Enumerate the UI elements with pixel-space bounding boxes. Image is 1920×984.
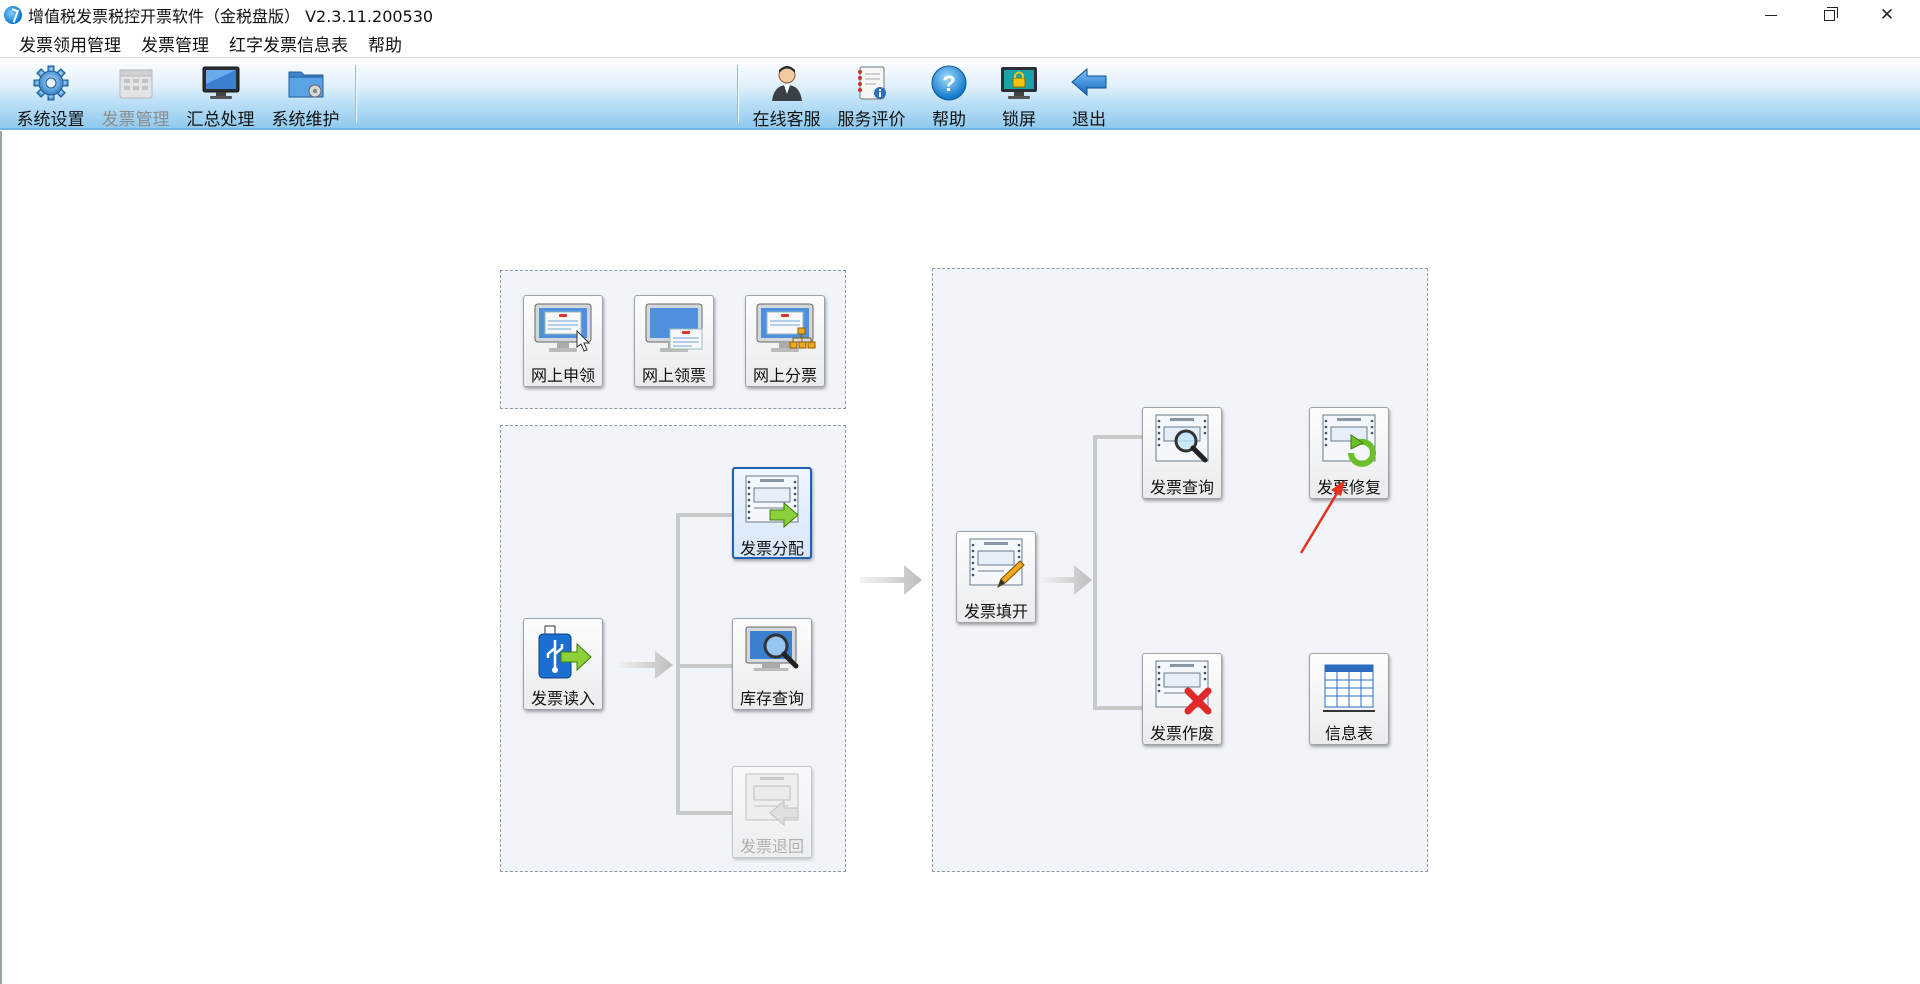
toolbar: 系统设置 发票管理 [0, 59, 1920, 130]
online-service-label: 在线客服 [752, 110, 821, 130]
title-bar: 增值税发票税控开票软件（金税盘版） V2.3.11.200530 ✕ [0, 0, 1920, 30]
maximize-button[interactable] [1800, 0, 1858, 30]
system-settings-button[interactable]: 系统设置 [8, 61, 93, 130]
online-receive-icon [642, 301, 706, 359]
invoice-distribute-label: 发票分配 [739, 539, 804, 558]
window-title: 增值税发票税控开票软件（金税盘版） V2.3.11.200530 [28, 7, 434, 26]
flow-arrow-icon [615, 651, 673, 679]
svg-text:?: ? [942, 71, 955, 96]
folder-gear-icon [286, 64, 326, 102]
invoice-repair-label: 发票修复 [1316, 478, 1381, 497]
menu-invoice-receive[interactable]: 发票领用管理 [19, 36, 121, 56]
minimize-button[interactable] [1742, 0, 1800, 30]
online-apply-button[interactable]: 网上申领 [523, 295, 603, 387]
usb-read-icon [531, 624, 595, 682]
exit-button[interactable]: 退出 [1054, 61, 1124, 130]
restore-icon [1823, 6, 1838, 21]
stock-query-button[interactable]: 库存查询 [732, 618, 812, 710]
person-icon [767, 64, 807, 102]
notebook-icon [852, 64, 892, 102]
invoice-repair-button[interactable]: 发票修复 [1309, 407, 1389, 499]
service-rating-button[interactable]: 服务评价 [829, 61, 914, 130]
invoice-void-icon [1150, 659, 1214, 717]
invoice-manage-icon [116, 64, 156, 102]
toolbar-left-group: 系统设置 发票管理 [8, 61, 348, 130]
online-split-icon [753, 301, 817, 359]
invoice-repair-icon [1317, 413, 1381, 471]
exit-arrow-icon [1069, 64, 1109, 102]
system-maintenance-button[interactable]: 系统维护 [263, 61, 348, 130]
invoice-read-label: 发票读入 [530, 689, 595, 708]
menu-invoice-manage[interactable]: 发票管理 [141, 36, 209, 56]
toolbar-separator [737, 65, 738, 123]
invoice-void-label: 发票作废 [1149, 724, 1214, 743]
menu-bar: 发票领用管理 发票管理 红字发票信息表 帮助 [0, 30, 1920, 58]
lock-screen-label: 锁屏 [1002, 110, 1036, 130]
lock-screen-button[interactable]: 锁屏 [984, 61, 1054, 130]
stock-query-icon [740, 624, 804, 682]
connector-line [676, 513, 732, 517]
invoice-manage-button: 发票管理 [93, 61, 178, 130]
invoice-void-button[interactable]: 发票作废 [1142, 653, 1222, 745]
online-service-button[interactable]: 在线客服 [744, 61, 829, 130]
online-apply-icon [531, 301, 595, 359]
invoice-manage-label: 发票管理 [101, 110, 170, 130]
minimize-icon [1765, 14, 1777, 16]
help-label: 帮助 [932, 110, 966, 130]
gear-icon [31, 64, 71, 102]
invoice-fill-button[interactable]: 发票填开 [956, 531, 1036, 623]
info-table-button[interactable]: 信息表 [1309, 653, 1389, 745]
window-border [0, 131, 2, 984]
annotation-arrow-icon [1299, 480, 1345, 554]
close-icon: ✕ [1879, 5, 1895, 25]
help-icon: ? [929, 64, 969, 102]
online-split-button[interactable]: 网上分票 [745, 295, 825, 387]
lock-screen-icon [999, 64, 1039, 102]
summary-process-label: 汇总处理 [186, 110, 255, 130]
online-split-label: 网上分票 [752, 366, 817, 385]
flow-arrow-icon [1040, 565, 1092, 595]
system-settings-label: 系统设置 [16, 110, 85, 130]
monitor-icon [201, 64, 241, 102]
help-button[interactable]: ? 帮助 [914, 61, 984, 130]
connector-line [676, 811, 732, 815]
toolbar-right-group: 在线客服 服务评价 ? 帮助 [744, 61, 1124, 130]
invoice-query-icon [1150, 413, 1214, 471]
toolbar-separator [355, 65, 356, 123]
connector-line [1093, 706, 1143, 710]
online-receive-button[interactable]: 网上领票 [634, 295, 714, 387]
online-apply-label: 网上申领 [530, 366, 595, 385]
service-rating-label: 服务评价 [837, 110, 906, 130]
invoice-return-label: 发票退回 [739, 837, 804, 856]
exit-label: 退出 [1072, 110, 1106, 130]
connector-line [676, 664, 732, 668]
online-receive-label: 网上领票 [641, 366, 706, 385]
invoice-fill-icon [964, 537, 1028, 595]
connector-line [1093, 437, 1097, 710]
invoice-fill-label: 发票填开 [963, 602, 1028, 621]
invoice-query-button[interactable]: 发票查询 [1142, 407, 1222, 499]
invoice-distribute-button[interactable]: 发票分配 [732, 467, 812, 559]
menu-help[interactable]: 帮助 [368, 36, 402, 56]
invoice-return-button: 发票退回 [732, 766, 812, 858]
info-table-label: 信息表 [1324, 724, 1373, 743]
invoice-distribute-icon [740, 474, 804, 532]
summary-process-button[interactable]: 汇总处理 [178, 61, 263, 130]
stock-query-label: 库存查询 [739, 689, 804, 708]
menu-red-invoice-info[interactable]: 红字发票信息表 [229, 36, 348, 56]
flow-arrow-icon [860, 565, 922, 595]
connector-line [1093, 435, 1143, 439]
system-maintenance-label: 系统维护 [271, 110, 340, 130]
invoice-query-label: 发票查询 [1149, 478, 1214, 497]
close-button[interactable]: ✕ [1858, 0, 1916, 30]
info-table-icon [1317, 659, 1381, 717]
invoice-return-icon [740, 772, 804, 830]
app-logo-icon [4, 6, 22, 24]
invoice-read-button[interactable]: 发票读入 [523, 618, 603, 710]
